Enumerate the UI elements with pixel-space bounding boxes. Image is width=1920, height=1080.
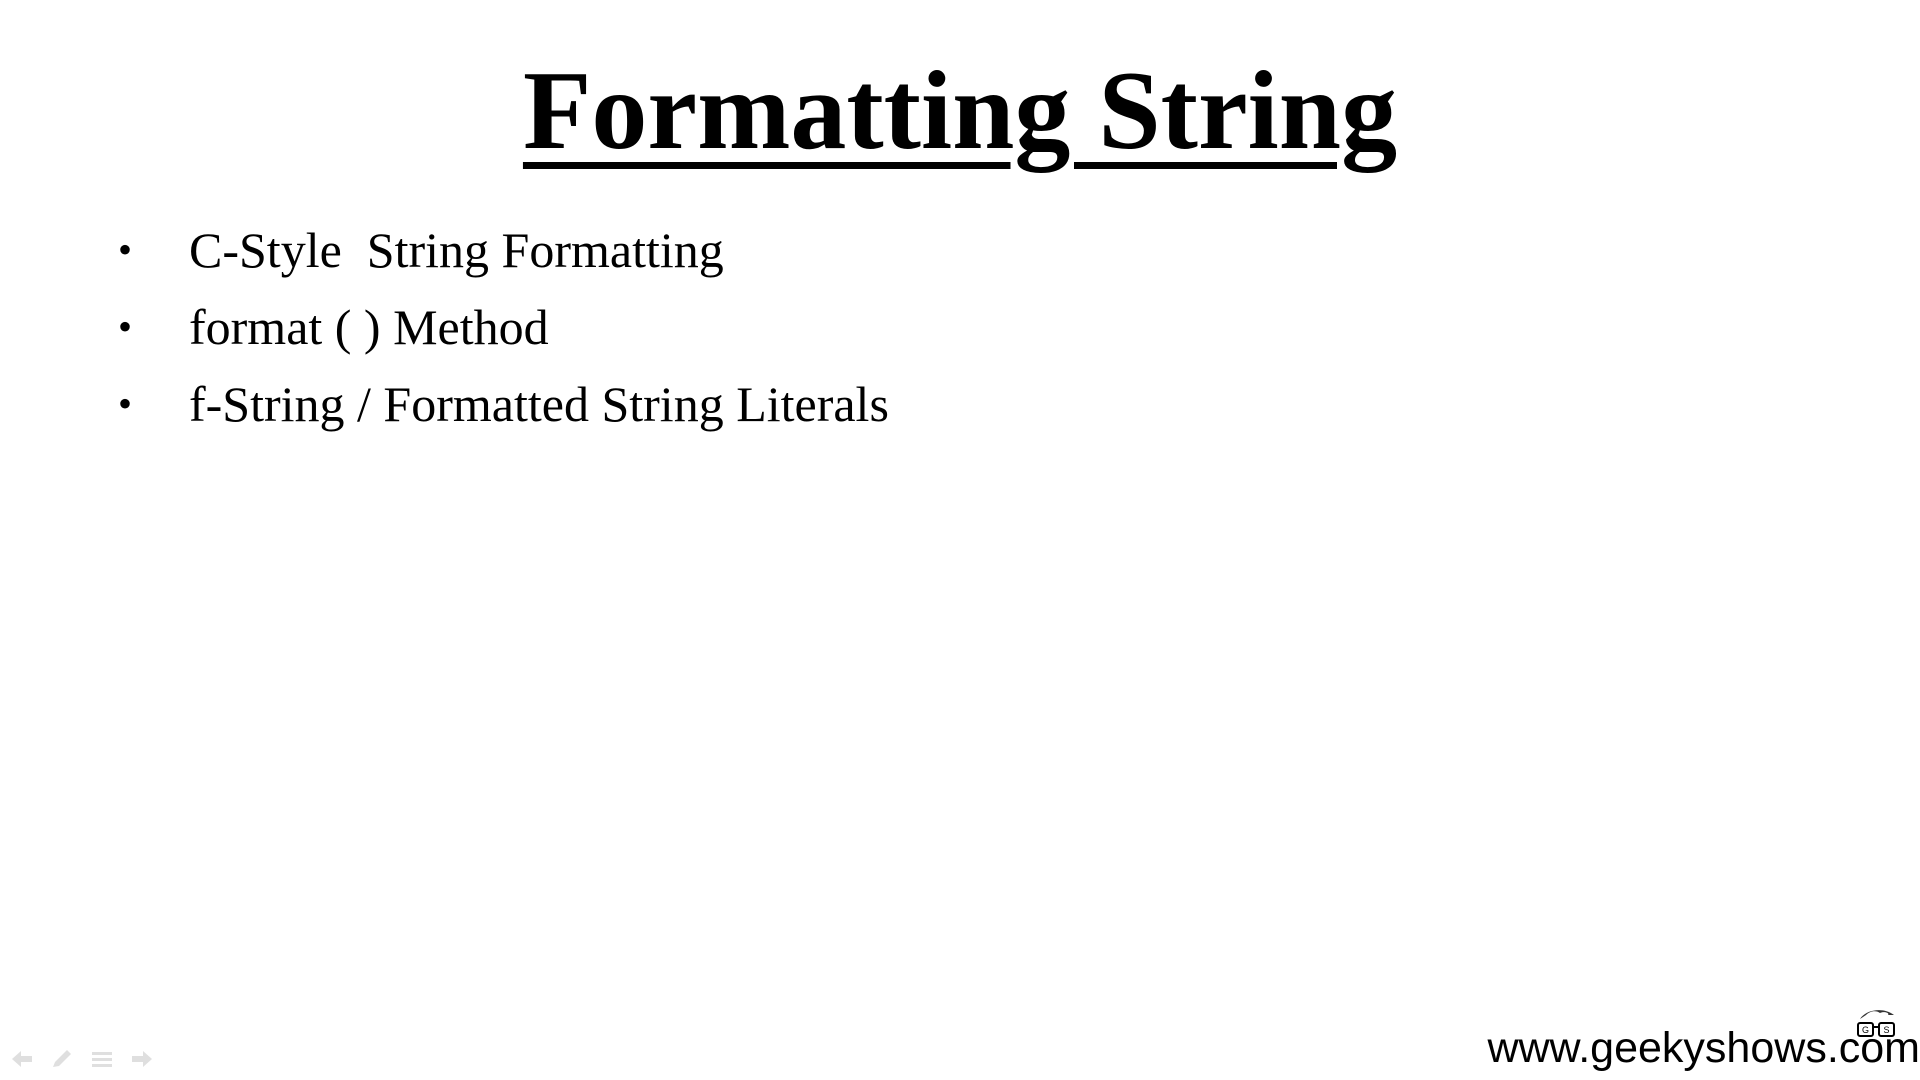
brand-footer: G S www.geekyshows.com (1440, 1005, 1920, 1080)
arrow-right-icon[interactable] (130, 1048, 154, 1070)
bullet-text: C-Style String Formatting (189, 222, 724, 278)
arrow-left-icon[interactable] (10, 1048, 34, 1070)
bullet-symbol: • (117, 227, 132, 272)
slide-title-text: Formatting String (522, 49, 1398, 173)
bullet-symbol: • (117, 381, 132, 426)
website-url: www.geekyshows.com (1487, 1024, 1920, 1072)
pen-icon[interactable] (50, 1048, 74, 1070)
slideshow-nav (10, 1048, 154, 1070)
bullet-symbol: • (117, 304, 132, 349)
svg-text:G: G (1862, 1025, 1869, 1035)
svg-text:S: S (1883, 1025, 1889, 1035)
slide-title: Formatting String (0, 46, 1920, 176)
menu-icon[interactable] (90, 1048, 114, 1070)
bullet-text: f-String / Formatted String Literals (189, 376, 889, 432)
bullet-text: format ( ) Method (189, 299, 549, 355)
glasses-icon: G S (1854, 1007, 1898, 1043)
